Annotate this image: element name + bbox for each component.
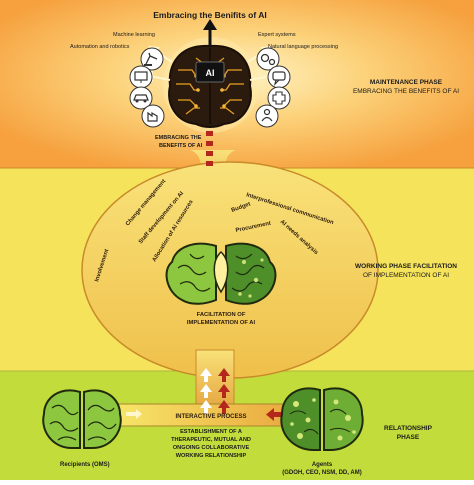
establishment-line3: ONGOING COLLABORATIVE xyxy=(173,445,250,451)
computer-icon xyxy=(129,65,153,89)
working-phase-title: WORKING PHASE FACILITATION xyxy=(355,263,457,270)
process-arrow-right xyxy=(126,409,142,419)
establishment-line1: ESTABLISHMENT OF A xyxy=(180,429,242,435)
agents-brain xyxy=(280,387,364,451)
person-icon xyxy=(255,104,279,128)
brain-caption-line1: EMBRACING THE xyxy=(155,135,202,141)
stem-to-relationship xyxy=(195,349,235,409)
working-phase-subtitle: OF IMPLEMENTATION OF AI xyxy=(363,272,449,279)
interactive-process-label: INTERACTIVE PROCESS xyxy=(175,414,246,420)
brain-caption-line2: BENEFITS OF AI xyxy=(159,143,203,149)
recipients-label: Recipients (OMS) xyxy=(60,462,110,468)
label-nlp: Natural language processing xyxy=(268,44,338,50)
label-machine-learning: Machine learning xyxy=(113,32,155,38)
maintenance-phase-title: MAINTENANCE PHASE xyxy=(370,79,443,86)
cross-bandage-icon xyxy=(267,86,291,110)
ai-chip xyxy=(195,61,225,83)
label-expert-systems: Expert systems xyxy=(258,32,296,38)
establishment-line4: WORKING RELATIONSHIP xyxy=(176,453,247,459)
dashed-arrow-down xyxy=(206,131,213,166)
agents-label-line1: Agents xyxy=(312,462,333,468)
establishment-line2: THERAPEUTIC, MUTUAL AND xyxy=(171,437,251,443)
car-icon xyxy=(129,86,153,110)
maintenance-phase-subtitle: EMBRACING THE BENEFITS OF AI xyxy=(353,88,459,95)
relationship-phase-title: RELATIONSHIP xyxy=(384,425,433,432)
top-title: Embracing the Benifits of AI xyxy=(153,10,267,20)
gears-icon xyxy=(256,47,280,71)
facilitation-caption-line2: IMPLEMENTATION OF AI xyxy=(187,320,256,326)
facilitation-caption-line1: FACILITATION OF xyxy=(197,312,246,318)
relationship-phase-subtitle: PHASE xyxy=(397,434,420,441)
ai-brain: AI xyxy=(163,37,259,133)
label-automation-robotics: Automation and robotics xyxy=(70,44,130,50)
robot-arm-icon xyxy=(140,47,164,71)
factory-robot-icon xyxy=(141,104,165,128)
agents-label-line2: (GDOH, CEO, NSM, DD, AM) xyxy=(282,470,361,476)
tech-icon-circles xyxy=(129,47,291,128)
working-brain xyxy=(165,242,277,305)
stem-arrows xyxy=(200,368,230,414)
top-arrow xyxy=(203,19,217,47)
ai-chip-label: AI xyxy=(206,68,215,78)
chat-bubble-icon xyxy=(267,65,291,89)
recipients-brain xyxy=(42,389,122,449)
